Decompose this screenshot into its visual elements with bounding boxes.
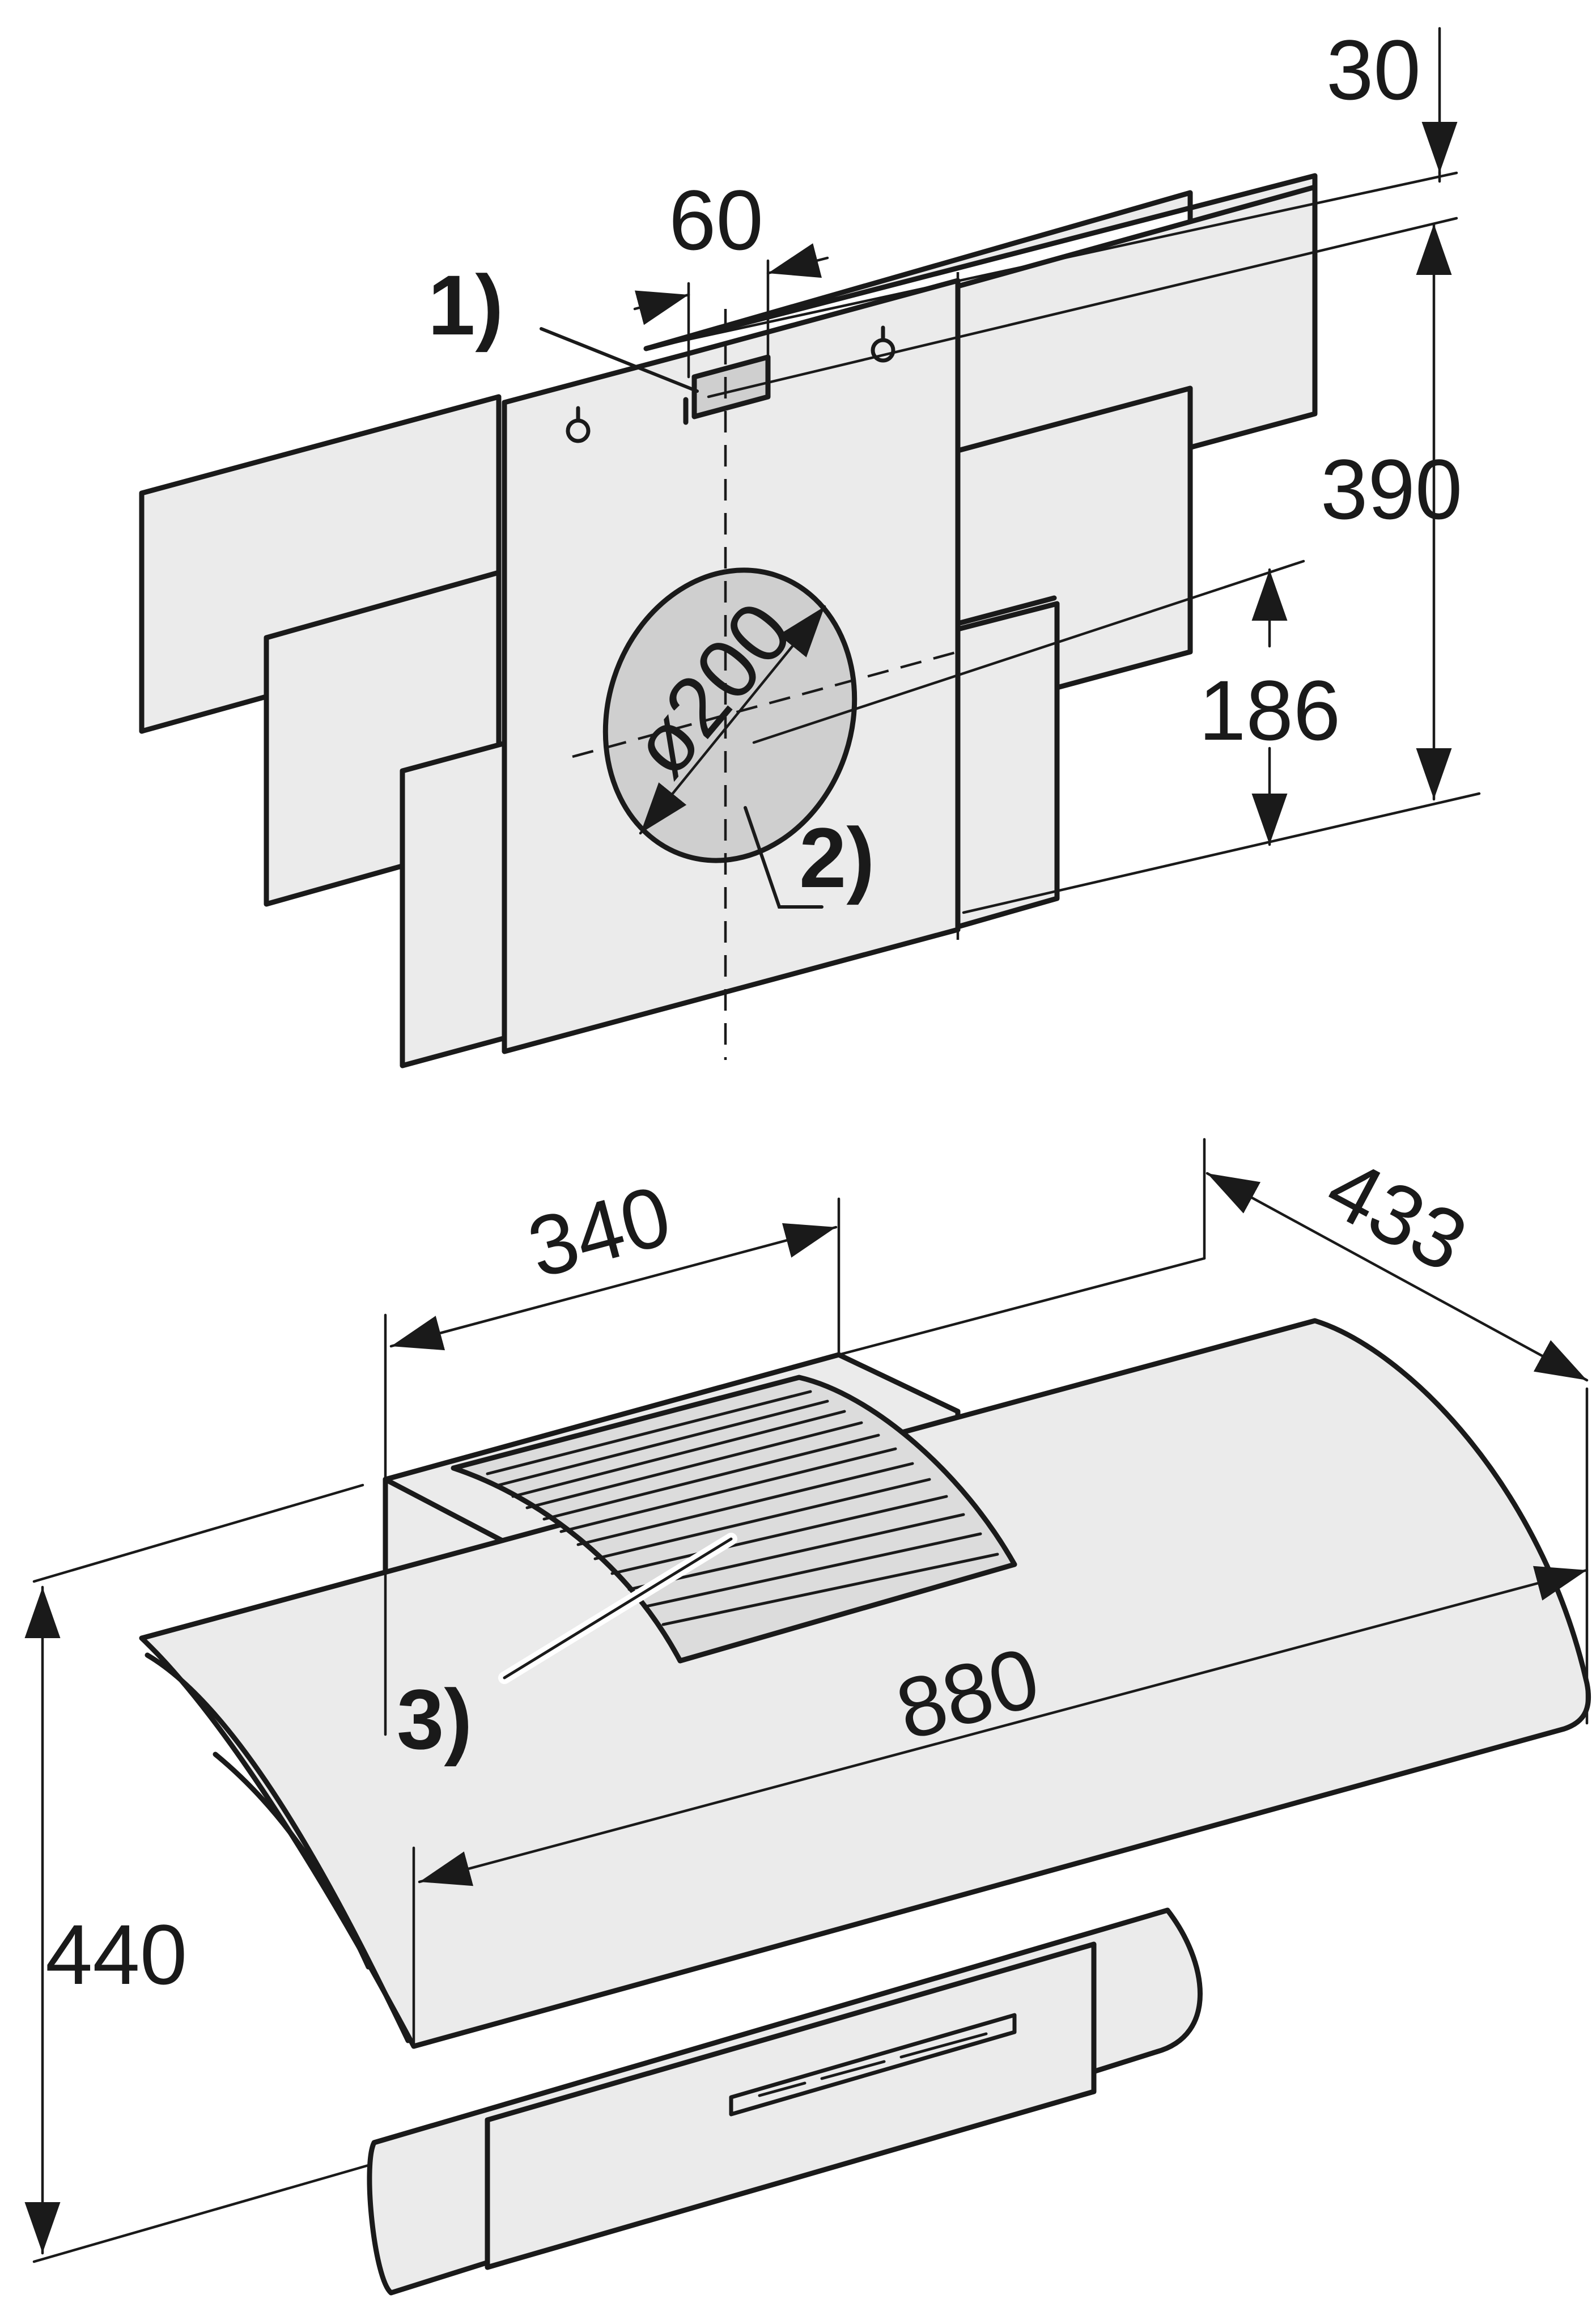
- dim-top-offset: 30: [1326, 22, 1421, 117]
- keyhole-left: [566, 406, 591, 443]
- hood-drawing: 340 433 880 440 3): [24, 1138, 1591, 2296]
- hood-control-panel: [485, 1941, 1097, 2270]
- dim-plate-height: 390: [1321, 442, 1462, 537]
- dim-bracket-width: 60: [669, 172, 763, 268]
- callout-bracket: 1): [428, 257, 503, 353]
- callout-duct-opening: 2): [799, 810, 875, 905]
- bracket-slot: [691, 354, 771, 419]
- plate-right-wing-bottom: [955, 601, 1060, 930]
- dim-height: 440: [45, 1907, 187, 2002]
- control-strip: [729, 2013, 1017, 2117]
- callout-grille: 3): [397, 1672, 472, 1767]
- mounting-plate-drawing: 30 60 390 186 ø200 1) 2): [139, 22, 1481, 1068]
- dim-depth: 433: [1312, 1139, 1482, 1290]
- dim-duct-center-height: 186: [1199, 663, 1340, 758]
- keyhole-right: [871, 325, 895, 363]
- plate-left-wing-bottom: [400, 740, 510, 1068]
